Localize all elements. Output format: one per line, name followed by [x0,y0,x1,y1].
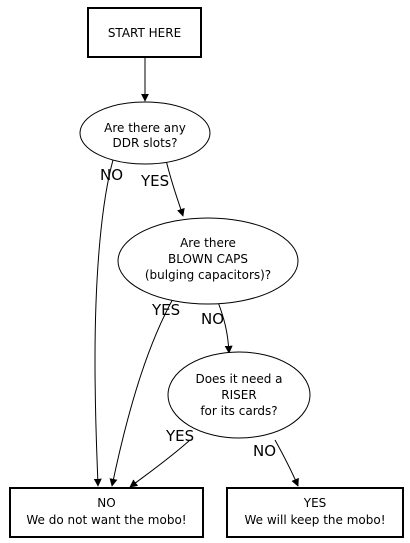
node-ddr-line-1: Are there any [104,121,186,135]
node-ddr-line-2: DDR slots? [113,136,178,150]
edge-ddr-no-to-no-result [93,159,114,487]
node-no-result-line-2: We do not want the mobo! [26,513,186,527]
edge-label-ddr-yes: YES [140,172,169,190]
node-caps-line-3: (bulging capacitors)? [145,268,271,282]
edge-label-caps-no: NO [201,310,224,328]
edge-riser-yes-to-no-result [129,439,191,488]
node-start: START HERE [87,7,202,58]
edge-label-riser-yes: YES [165,427,194,445]
edge-caps-no-to-riser [217,301,233,354]
node-caps-line-2: BLOWN CAPS [168,252,248,266]
node-riser-line-1: Does it need a [195,372,282,386]
edge-ddr-yes-to-caps [165,159,185,217]
edge-label-caps-yes: YES [151,301,180,319]
node-yes-result-line-1: YES [303,496,327,510]
edge-label-ddr-no: NO [100,166,123,184]
edge-label-riser-no: NO [253,442,276,460]
edge-caps-yes-to-no-result [109,296,175,487]
node-riser-line-3: for its cards? [200,404,277,418]
node-riser-line-2: RISER [221,388,256,402]
node-no-result-line-1: NO [97,496,115,510]
node-yes-result-line-2: We will keep the mobo! [244,513,385,527]
node-riser-question: Does it need a RISER for its cards? [167,351,311,439]
node-yes-result: YES We will keep the mobo! [226,487,404,538]
node-start-line-1: START HERE [108,26,181,40]
node-caps-question: Are there BLOWN CAPS (bulging capacitors… [117,217,299,305]
node-ddr-question: Are there any DDR slots? [79,101,211,165]
node-no-result: NO We do not want the mobo! [9,487,204,538]
node-caps-line-1: Are there [180,236,236,250]
edge-riser-no-to-yes-result [274,439,299,487]
